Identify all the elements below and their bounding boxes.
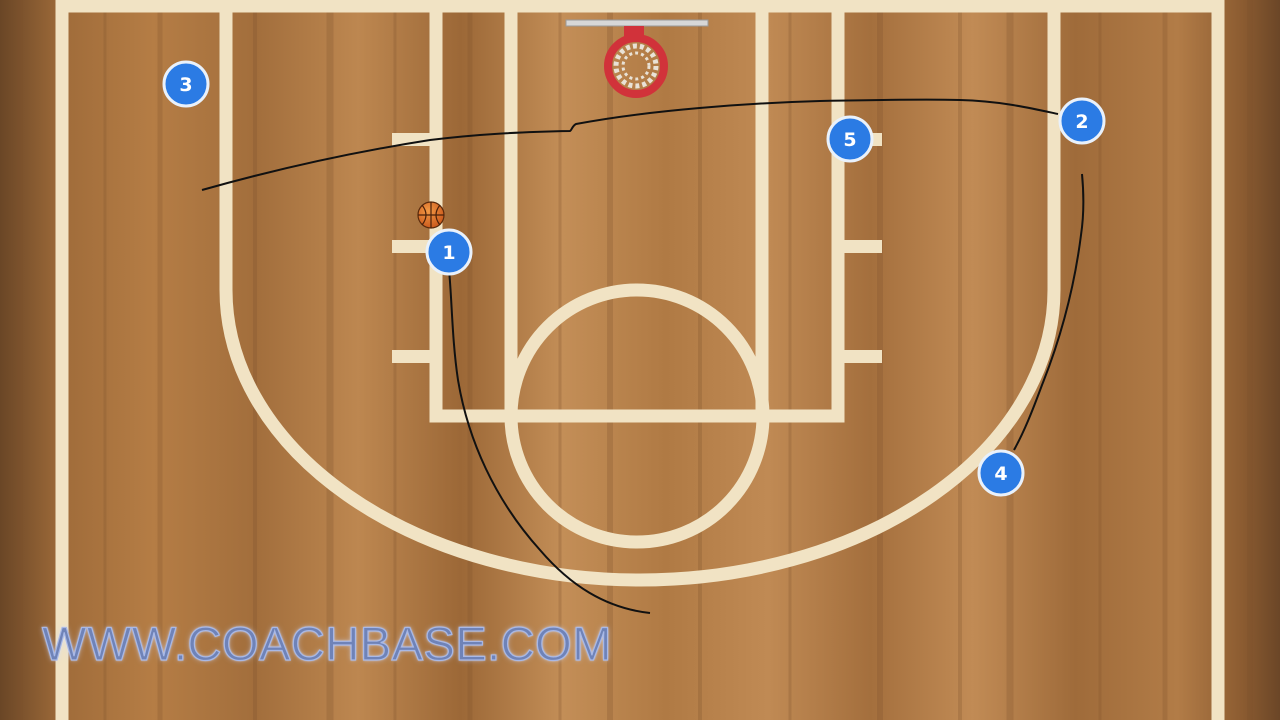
backboard xyxy=(565,19,709,27)
player-markers: 1 2 3 4 5 xyxy=(162,60,1106,497)
player-5-marker[interactable]: 5 xyxy=(826,115,874,163)
cut-path-player-1 xyxy=(448,269,651,614)
court-lines xyxy=(55,0,1225,720)
wood-grain xyxy=(17,0,1253,720)
free-throw-circle xyxy=(504,283,770,549)
movement-paths xyxy=(201,98,1085,614)
player-2-marker[interactable]: 2 xyxy=(1058,97,1106,145)
player-4-label: 4 xyxy=(994,463,1007,485)
boundary-lines xyxy=(55,0,1225,720)
basketball-icon xyxy=(417,201,445,229)
player-4-marker[interactable]: 4 xyxy=(977,449,1025,497)
hoop-icon xyxy=(565,19,709,98)
pass-path-2-to-3 xyxy=(201,98,1059,191)
three-point-line xyxy=(219,6,1061,587)
net xyxy=(613,43,659,89)
player-1-marker[interactable]: 1 xyxy=(425,228,473,276)
watermark-text: WWW.COACHBASE.COM xyxy=(41,616,612,670)
player-3-label: 3 xyxy=(179,74,192,96)
player-2-label: 2 xyxy=(1075,111,1088,133)
player-1-label: 1 xyxy=(442,242,455,264)
rim xyxy=(604,34,668,98)
player-3-marker[interactable]: 3 xyxy=(162,60,210,108)
player-5-label: 5 xyxy=(843,129,856,151)
cut-path-player-4 xyxy=(1013,173,1085,451)
lane-inner xyxy=(504,6,769,416)
